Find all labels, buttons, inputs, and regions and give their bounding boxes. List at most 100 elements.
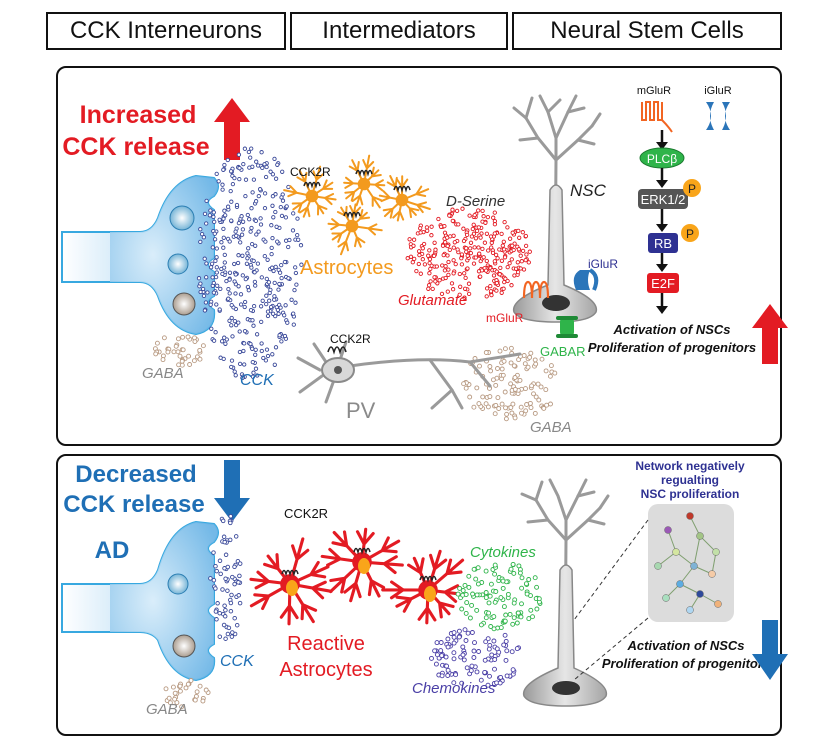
molecule-dot <box>498 595 504 601</box>
molecule-dot <box>526 616 532 622</box>
molecule-dot <box>226 625 232 631</box>
molecule-dot <box>433 661 439 667</box>
molecule-dot <box>469 234 475 239</box>
molecule-dot <box>476 208 481 213</box>
molecule-dot <box>519 585 525 591</box>
molecule-dot <box>210 245 215 250</box>
molecule-dot <box>290 228 296 233</box>
molecule-dot <box>530 614 535 620</box>
molecule-dot <box>203 300 209 305</box>
molecule-dot <box>492 411 498 417</box>
molecule-dot <box>491 638 497 644</box>
molecule-dot <box>243 276 248 282</box>
molecule-dot <box>276 311 281 316</box>
molecule-dot <box>516 247 522 252</box>
network-node <box>696 532 704 540</box>
molecule-dot <box>439 291 445 297</box>
molecule-dot <box>241 161 246 167</box>
molecule-dot <box>466 281 472 286</box>
molecule-dot <box>213 609 219 614</box>
molecule-dot <box>179 358 185 364</box>
molecule-dot <box>251 323 256 328</box>
molecule-dot <box>227 318 232 323</box>
molecule-dot <box>214 302 219 307</box>
cck-molecules-top <box>196 146 304 381</box>
molecule-dot <box>180 347 186 353</box>
molecule-dot <box>223 607 228 613</box>
molecule-dot <box>501 604 507 610</box>
molecule-dot <box>488 368 494 374</box>
molecule-dot <box>251 303 257 309</box>
network-node <box>662 594 670 602</box>
molecule-dot <box>465 266 470 271</box>
molecule-dot <box>173 343 179 349</box>
molecule-dot <box>445 253 450 258</box>
molecule-dot <box>518 266 523 271</box>
molecule-dot <box>493 382 499 388</box>
molecule-dot <box>225 204 231 209</box>
molecule-dot <box>222 539 227 545</box>
molecule-dot <box>461 381 467 387</box>
molecule-dot <box>223 552 229 558</box>
molecule-dot <box>240 375 245 381</box>
molecule-dot <box>519 410 524 416</box>
molecule-dot <box>502 389 508 395</box>
molecule-dot <box>495 256 500 261</box>
molecule-dot <box>222 260 227 265</box>
network-node <box>672 548 680 556</box>
molecule-dot <box>238 302 244 307</box>
header-intermediators: Intermediators <box>290 12 508 50</box>
molecule-dot <box>269 245 274 251</box>
erk-phospho-icon <box>683 179 701 197</box>
molecule-dot <box>230 181 236 187</box>
molecule-dot <box>279 213 285 219</box>
molecule-dot <box>199 231 205 237</box>
molecule-dot <box>235 260 241 266</box>
molecule-dot <box>208 576 213 581</box>
molecule-dot <box>249 265 254 270</box>
molecule-dot <box>524 252 529 257</box>
molecule-dot <box>523 386 528 392</box>
molecule-dot <box>170 684 176 690</box>
molecule-dot <box>427 271 432 276</box>
molecule-dot <box>172 696 178 702</box>
molecule-dot <box>543 368 549 374</box>
molecule-dot <box>222 162 227 168</box>
molecule-dot <box>442 223 447 229</box>
molecule-dot <box>501 286 506 291</box>
molecule-dot <box>229 315 234 321</box>
molecule-dot <box>497 272 502 277</box>
molecule-dot <box>481 214 486 219</box>
molecule-dot <box>259 150 264 155</box>
molecule-dot <box>160 357 166 363</box>
molecule-dot <box>524 591 530 597</box>
molecule-dot <box>201 293 207 299</box>
molecule-dot <box>229 302 234 308</box>
molecule-dot <box>522 361 528 367</box>
molecule-dot <box>234 233 239 238</box>
molecule-dot <box>514 620 520 626</box>
molecule-dot <box>467 394 473 400</box>
molecule-dot <box>255 373 260 378</box>
molecule-dot <box>476 649 482 654</box>
molecule-dot <box>262 162 267 167</box>
molecule-dot <box>279 339 284 344</box>
molecule-dot <box>465 253 470 258</box>
molecule-dot <box>213 258 218 264</box>
molecule-dot <box>489 292 494 298</box>
molecule-dot <box>208 265 214 270</box>
molecule-dot <box>433 247 438 252</box>
molecule-dot <box>483 615 489 621</box>
molecule-dot <box>491 215 496 220</box>
molecule-dot <box>497 247 502 252</box>
molecule-dot <box>432 275 437 280</box>
molecule-dot <box>198 289 203 295</box>
molecule-dot <box>211 214 216 220</box>
molecule-dot <box>416 249 422 254</box>
molecule-dot <box>521 353 527 358</box>
molecule-dot <box>411 237 417 242</box>
molecule-dot <box>474 592 480 598</box>
molecule-dot <box>282 259 288 265</box>
pv-label: PV <box>346 398 376 423</box>
molecule-dot <box>408 254 414 259</box>
